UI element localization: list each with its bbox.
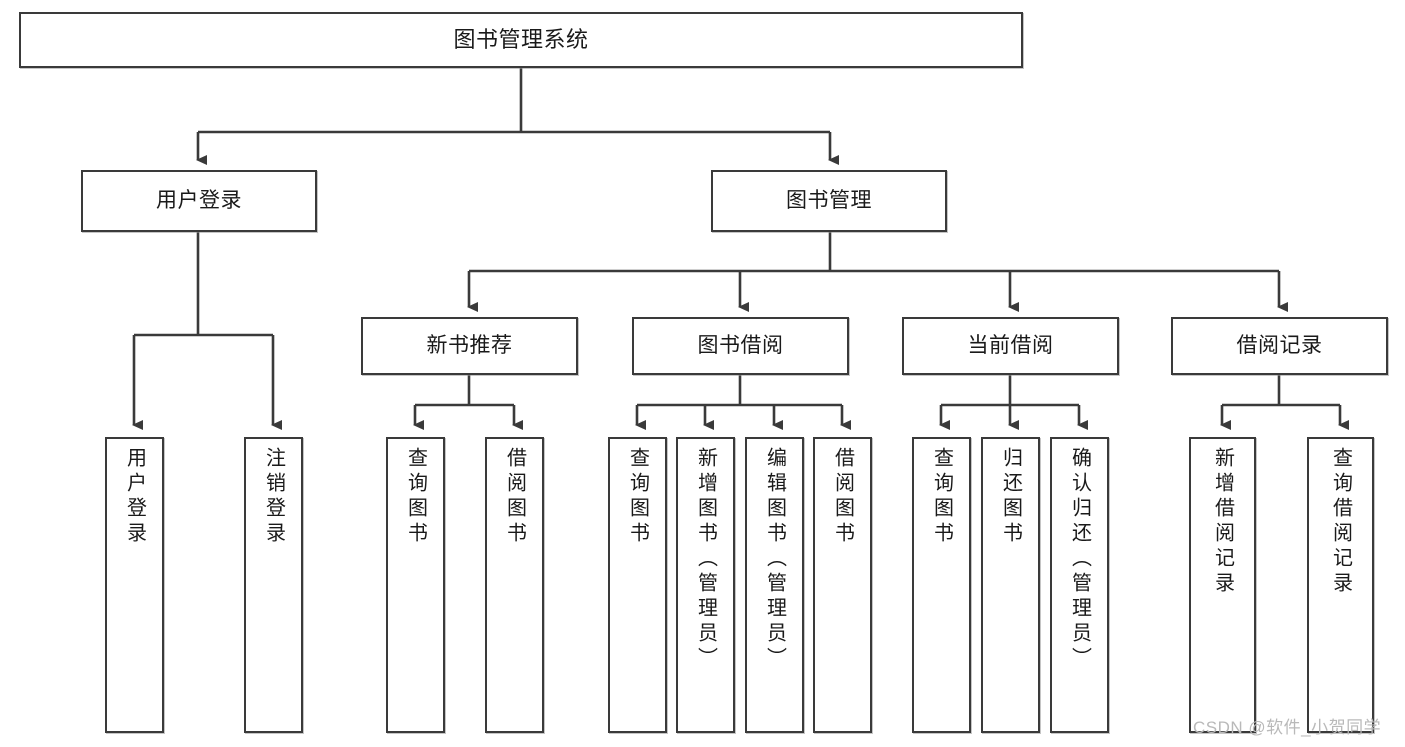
leaf-borrow-borrow-book[interactable]: 借阅图书	[813, 437, 872, 733]
node-label: 查询图书	[626, 447, 649, 547]
node-label: 新增图书（管理员）	[694, 447, 717, 672]
node-label: 查询借阅记录	[1329, 447, 1352, 597]
node-label: 编辑图书（管理员）	[763, 447, 786, 672]
node-label: 图书管理系统	[453, 26, 589, 52]
node-book-borrow[interactable]: 图书借阅	[632, 317, 849, 375]
leaf-current-query-book[interactable]: 查询图书	[912, 437, 971, 733]
leaf-record-query-record[interactable]: 查询借阅记录	[1307, 437, 1374, 733]
node-label: 新增借阅记录	[1211, 447, 1234, 597]
node-label: 借阅图书	[503, 447, 526, 547]
node-label: 新书推荐	[426, 334, 513, 358]
leaf-record-add-record[interactable]: 新增借阅记录	[1189, 437, 1256, 733]
leaf-borrow-add-book-admin[interactable]: 新增图书（管理员）	[676, 437, 735, 733]
node-label: 查询图书	[404, 447, 427, 547]
watermark-text: CSDN @软件_小贺同学	[1193, 718, 1382, 737]
node-user-login[interactable]: 用户登录	[81, 170, 317, 232]
node-label: 借阅记录	[1236, 334, 1323, 358]
node-label: 注销登录	[262, 447, 285, 547]
node-label: 当前借阅	[967, 334, 1054, 358]
leaf-borrow-edit-book-admin[interactable]: 编辑图书（管理员）	[745, 437, 804, 733]
node-label: 归还图书	[999, 447, 1022, 547]
leaf-user-login-logout[interactable]: 注销登录	[244, 437, 303, 733]
node-root-system[interactable]: 图书管理系统	[19, 12, 1023, 68]
leaf-borrow-query-book[interactable]: 查询图书	[608, 437, 667, 733]
node-label: 图书管理	[786, 189, 872, 213]
leaf-recommend-query-book[interactable]: 查询图书	[386, 437, 445, 733]
node-label: 用户登录	[123, 447, 146, 547]
node-label: 确认归还（管理员）	[1068, 447, 1091, 672]
leaf-current-return-book[interactable]: 归还图书	[981, 437, 1040, 733]
node-label: 用户登录	[156, 189, 242, 213]
leaf-current-confirm-return-admin[interactable]: 确认归还（管理员）	[1050, 437, 1109, 733]
node-label: 查询图书	[930, 447, 953, 547]
leaf-user-login-login[interactable]: 用户登录	[105, 437, 164, 733]
node-borrow-record[interactable]: 借阅记录	[1171, 317, 1388, 375]
node-book-management[interactable]: 图书管理	[711, 170, 947, 232]
node-current-borrow[interactable]: 当前借阅	[902, 317, 1119, 375]
leaf-recommend-borrow-book[interactable]: 借阅图书	[485, 437, 544, 733]
node-new-book-recommend[interactable]: 新书推荐	[361, 317, 578, 375]
node-label: 图书借阅	[697, 334, 784, 358]
node-label: 借阅图书	[831, 447, 854, 547]
